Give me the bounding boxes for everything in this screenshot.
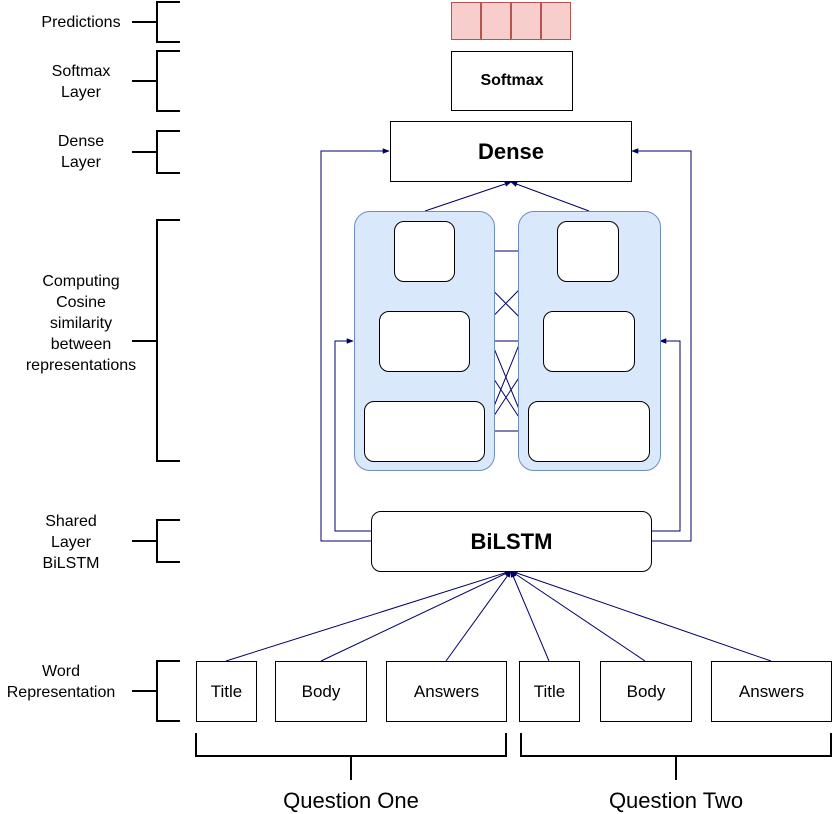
bracket-word: [132, 660, 180, 722]
group-brackets: [195, 733, 832, 780]
dense-block: Dense: [390, 121, 632, 182]
question-one-label: Question One: [283, 788, 419, 813]
label-shared-layer: Shared Layer BiLSTM: [42, 513, 100, 572]
representation-box: [394, 221, 455, 282]
input-label: Title: [210, 681, 243, 701]
bracket-cosine: [132, 219, 180, 462]
input-q2-title: Title: [519, 661, 580, 722]
softmax-label: Softmax: [480, 72, 544, 89]
input-q1-body: Body: [275, 661, 367, 722]
question-two-label: Question Two: [608, 788, 744, 813]
bilstm-to-dense-arrows: [320, 148, 692, 542]
input-arrows: [225, 570, 772, 662]
representation-box: [364, 401, 485, 462]
prediction-cell: [481, 2, 511, 40]
input-q1-answers: Answers: [386, 661, 507, 722]
bracket-question-two: [520, 733, 832, 780]
representation-box: [543, 311, 635, 372]
predictions-output: [451, 0, 572, 42]
softmax-block: Softmax: [451, 51, 573, 111]
prediction-cell: [451, 2, 481, 40]
input-label: Body: [626, 681, 666, 701]
bilstm-block: BiLSTM: [371, 511, 652, 572]
prediction-cell: [541, 2, 571, 40]
representation-box: [379, 311, 470, 372]
input-label: Title: [533, 681, 566, 701]
input-q1-title: Title: [196, 661, 257, 722]
input-label: Answers: [413, 681, 480, 701]
label-dense-layer: Dense Layer: [57, 133, 105, 171]
label-softmax-layer: Softmax Layer: [51, 63, 111, 101]
bracket-shared: [132, 519, 180, 563]
input-q2-answers: Answers: [711, 661, 832, 722]
bilstm-to-panels-arrows: [334, 338, 681, 532]
dense-label: Dense: [477, 138, 545, 164]
label-cosine-similarity: Computing Cosine similarity between repr…: [25, 273, 137, 374]
label-word-representation: Word Representation: [6, 663, 116, 701]
representation-box: [557, 221, 619, 282]
bracket-softmax: [132, 50, 180, 112]
input-label: Body: [301, 681, 341, 701]
label-predictions: Predictions: [41, 14, 121, 31]
input-q2-body: Body: [600, 661, 692, 722]
representation-box: [528, 401, 650, 462]
layer-brackets: [132, 1, 180, 722]
bracket-dense: [132, 130, 180, 174]
bracket-question-one: [195, 733, 507, 780]
bracket-predictions: [132, 1, 180, 43]
prediction-cell: [511, 2, 541, 40]
bilstm-label: BiLSTM: [470, 528, 553, 554]
panels-to-dense-arrows: [424, 181, 590, 212]
input-label: Answers: [738, 681, 805, 701]
